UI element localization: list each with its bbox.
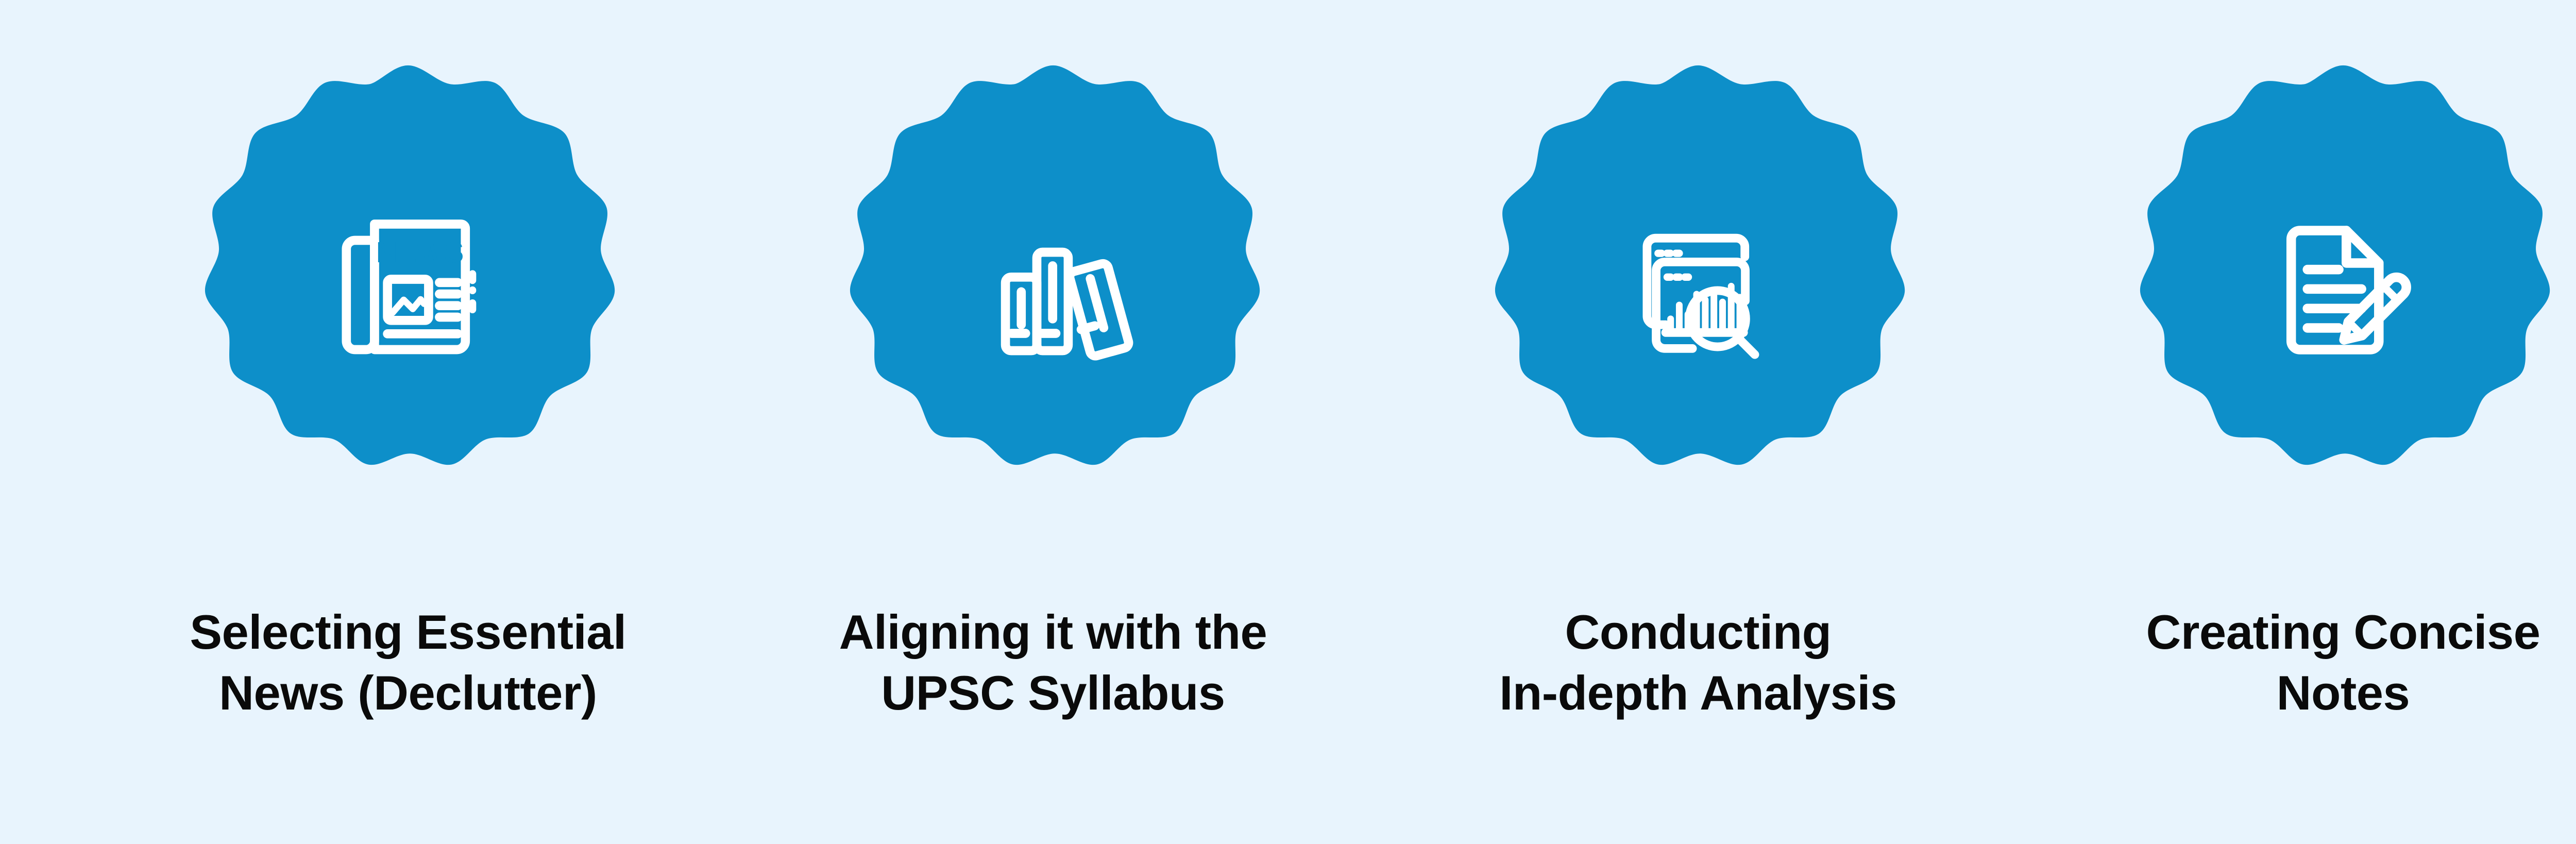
- books-icon: [1001, 247, 1133, 361]
- step-item[interactable]: Creating Concise Notes: [2065, 61, 2576, 724]
- step-item[interactable]: NEWS Selecting Essential News (Declutter…: [130, 61, 686, 724]
- step-label: Conducting In-depth Analysis: [1499, 605, 1897, 720]
- step-label: Selecting Essential News (Declutter): [190, 605, 626, 720]
- scalloped-badge-shape: [205, 65, 615, 465]
- document-pencil-icon: [2286, 226, 2411, 355]
- step-label: Creating Concise Notes: [2146, 605, 2540, 720]
- step-item[interactable]: Conducting In-depth Analysis: [1420, 61, 1976, 724]
- badge-notes[interactable]: [2114, 61, 2572, 519]
- data-analysis-magnifier-icon: [1642, 233, 1759, 359]
- newspaper-icon: NEWS: [342, 220, 477, 355]
- newspaper-masthead-text: NEWS: [376, 237, 464, 269]
- step-label: Aligning it with the UPSC Syllabus: [839, 605, 1267, 720]
- step-item[interactable]: Aligning it with the UPSC Syllabus: [775, 61, 1331, 724]
- badge-newspaper[interactable]: NEWS: [179, 61, 637, 519]
- badge-analysis[interactable]: [1469, 61, 1927, 519]
- badge-books[interactable]: [824, 61, 1282, 519]
